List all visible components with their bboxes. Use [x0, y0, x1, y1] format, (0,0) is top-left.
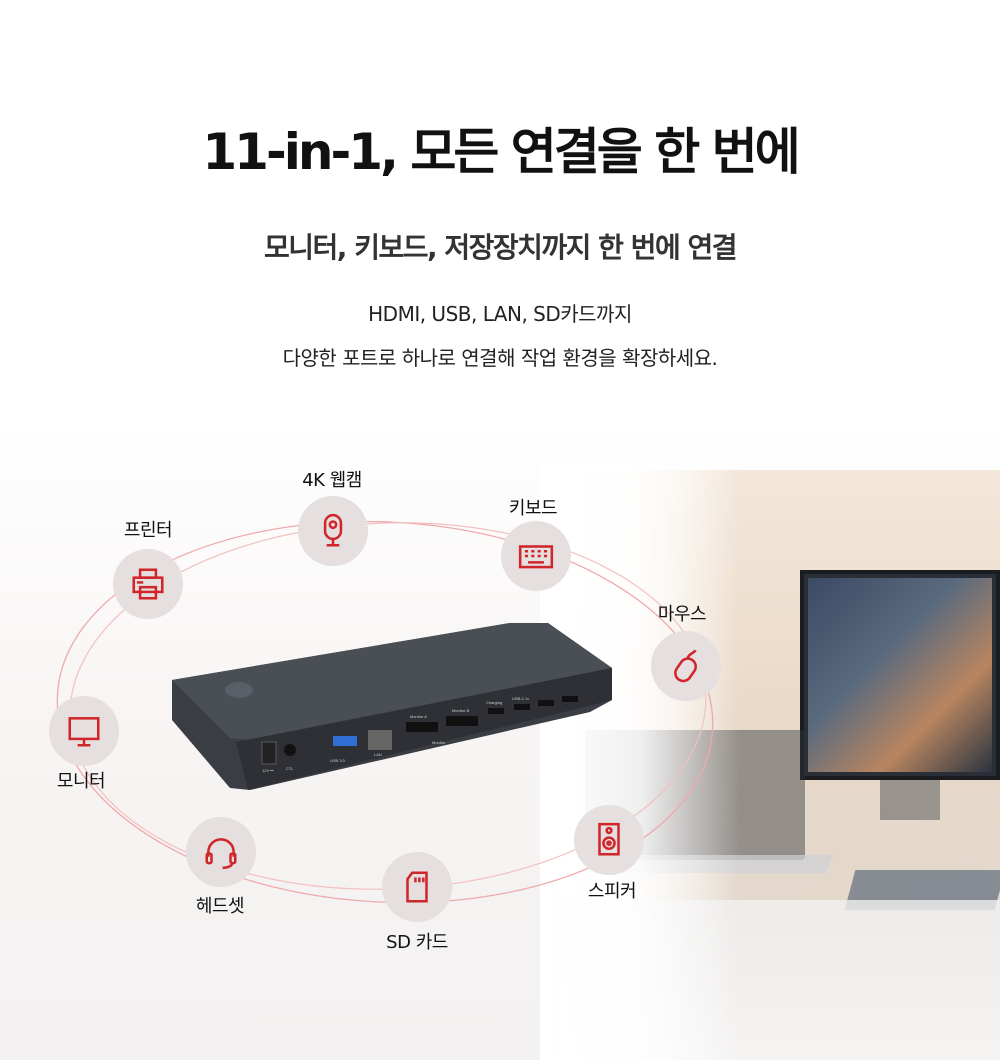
device-label: 스피커: [587, 881, 637, 902]
speaker-icon: [598, 822, 620, 856]
device-label: 프린터: [123, 520, 173, 541]
sd-card-node: [382, 852, 452, 922]
page-subtitle: 모니터, 키보드, 저장장치까지 한 번에 연결: [264, 231, 737, 264]
headset-node: [186, 817, 256, 887]
port-label: USB 3.0: [330, 758, 346, 763]
port-label: USB-C In: [512, 696, 529, 701]
port-label: Monitor A: [410, 714, 427, 719]
device-label: 키보드: [508, 498, 558, 519]
description: HDMI, USB, LAN, SD카드까지 다양한 포트로 하나로 연결해 작…: [282, 302, 718, 370]
port-label: 12V ⎓: [262, 768, 274, 773]
speaker-node: [574, 805, 644, 875]
webcam-node: [298, 496, 368, 566]
port-label: CTL: [286, 766, 294, 771]
printer-node: [113, 549, 183, 619]
port-label: Monitor B: [452, 708, 469, 713]
mouse-node: [651, 631, 721, 701]
port-label: Monitor: [432, 740, 446, 745]
background-monitor: [800, 570, 1000, 780]
port-label: Charging: [486, 700, 502, 705]
page-title: 11-in-1, 모든 연결을 한 번에: [202, 123, 800, 181]
docking-station: 12V ⎓ CTL USB 3.0 LAN Monitor A Monitor …: [172, 623, 612, 790]
device-label: SD 카드: [386, 932, 448, 953]
sd-card-icon: [406, 871, 428, 903]
port-label: LAN: [374, 752, 382, 757]
printer-icon: [132, 568, 164, 600]
device-label: 모니터: [56, 771, 106, 792]
monitor-node: [49, 696, 119, 766]
monitor-stand: [880, 780, 940, 820]
keyboard-icon: [518, 545, 554, 569]
webcam-icon: [323, 513, 343, 547]
headset-icon: [205, 838, 237, 870]
keyboard-node: [501, 521, 571, 591]
device-label: 마우스: [657, 604, 707, 625]
mouse-icon: [674, 649, 697, 683]
monitor-icon: [68, 717, 100, 747]
device-label: 4K 웹캠: [302, 470, 362, 491]
device-label: 헤드셋: [195, 896, 245, 917]
